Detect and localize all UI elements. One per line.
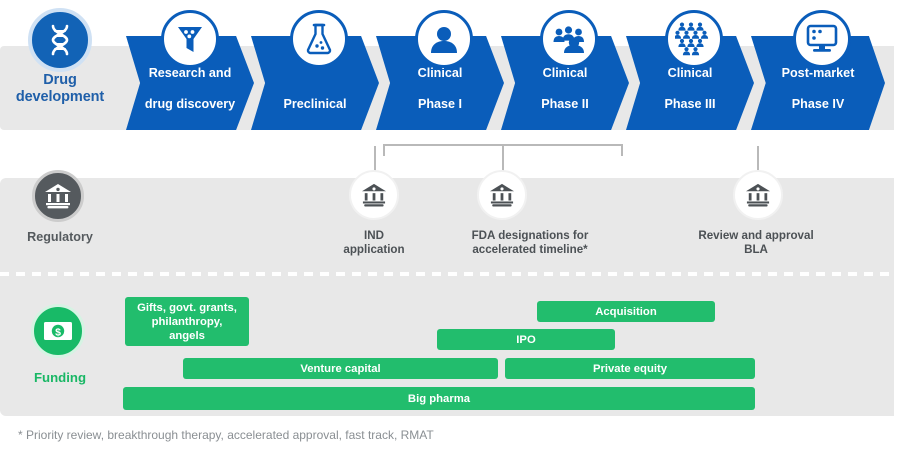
bar-label-line1: Gifts, govt. grants,	[137, 301, 237, 314]
funding-bar-venture-capital[interactable]: Venture capital	[183, 358, 498, 379]
bank-icon	[477, 170, 527, 220]
milestone-line1: FDA designations for	[471, 229, 589, 242]
connector-tick-ind	[374, 146, 376, 180]
funding-bar-big-pharma[interactable]: Big pharma	[123, 387, 755, 410]
bar-label: Venture capital	[300, 362, 381, 375]
stage-research-and-drug-discovery[interactable]: Research and drug discovery	[126, 36, 254, 130]
milestone-ind-application: IND application	[312, 229, 436, 257]
stage-label-line2: Phase II	[541, 96, 589, 111]
bracket-right	[621, 144, 623, 156]
bank-icon	[733, 170, 783, 220]
bracket-left	[383, 144, 385, 156]
row-label-funding: Funding	[34, 370, 86, 385]
crowd-icon	[665, 10, 723, 68]
monitor-icon	[793, 10, 851, 68]
stage-label-line2: Phase I	[417, 96, 463, 111]
bar-label: Big pharma	[407, 392, 471, 405]
row-label-regulatory: Regulatory	[27, 230, 93, 244]
bar-label: IPO	[516, 333, 536, 346]
stage-label-line1: Preclinical	[283, 96, 347, 111]
milestone-line1: Review and approval	[698, 229, 814, 242]
bank-icon	[32, 170, 84, 222]
flask-icon	[290, 10, 348, 68]
bar-label-line3: angels	[169, 329, 205, 342]
milestone-line2: accelerated timeline*	[472, 243, 588, 256]
svg-text:$: $	[55, 326, 61, 338]
stage-label-line1: Research and	[148, 65, 232, 80]
connector-tick-bla	[757, 146, 759, 180]
funding-bar-private-equity[interactable]: Private equity	[505, 358, 755, 379]
funding-bar-ipo[interactable]: IPO	[437, 329, 615, 350]
section-divider	[0, 272, 890, 276]
stage-label-line1: Clinical	[667, 65, 713, 80]
bank-icon	[349, 170, 399, 220]
row-label-line2: development	[15, 89, 105, 105]
stage-label-line2: Phase III	[664, 96, 716, 111]
funding-bar-gifts-grants[interactable]: Gifts, govt. grants, philanthropy, angel…	[125, 297, 249, 346]
stage-label-line1: Clinical	[542, 65, 588, 80]
funding-bar-acquisition[interactable]: Acquisition	[537, 301, 715, 322]
row-label-line1: Drug	[43, 72, 77, 88]
person-icon	[415, 10, 473, 68]
funnel-icon	[161, 10, 219, 68]
people-group-icon	[540, 10, 598, 68]
milestone-line1: IND	[364, 229, 384, 242]
milestone-review-and-approval: Review and approval BLA	[666, 229, 846, 257]
money-icon: $	[31, 304, 85, 358]
milestone-line2: application	[343, 243, 405, 256]
bracket-drop	[502, 144, 504, 180]
footnote: * Priority review, breakthrough therapy,…	[18, 428, 434, 442]
bar-label-line2: philanthropy,	[151, 315, 223, 328]
dna-icon	[28, 8, 92, 72]
stage-label-line1: Clinical	[417, 65, 463, 80]
milestone-line2: BLA	[744, 243, 768, 256]
stage-label-line1: Post-market	[781, 65, 855, 80]
milestone-fda-designations: FDA designations for accelerated timelin…	[430, 229, 630, 257]
row-label-drug-development: Drug development	[6, 72, 114, 106]
bar-label: Acquisition	[595, 305, 657, 318]
stage-label-line2: drug discovery	[144, 96, 236, 111]
stage-label-line2: Phase IV	[791, 96, 845, 111]
bar-label: Private equity	[592, 362, 668, 375]
